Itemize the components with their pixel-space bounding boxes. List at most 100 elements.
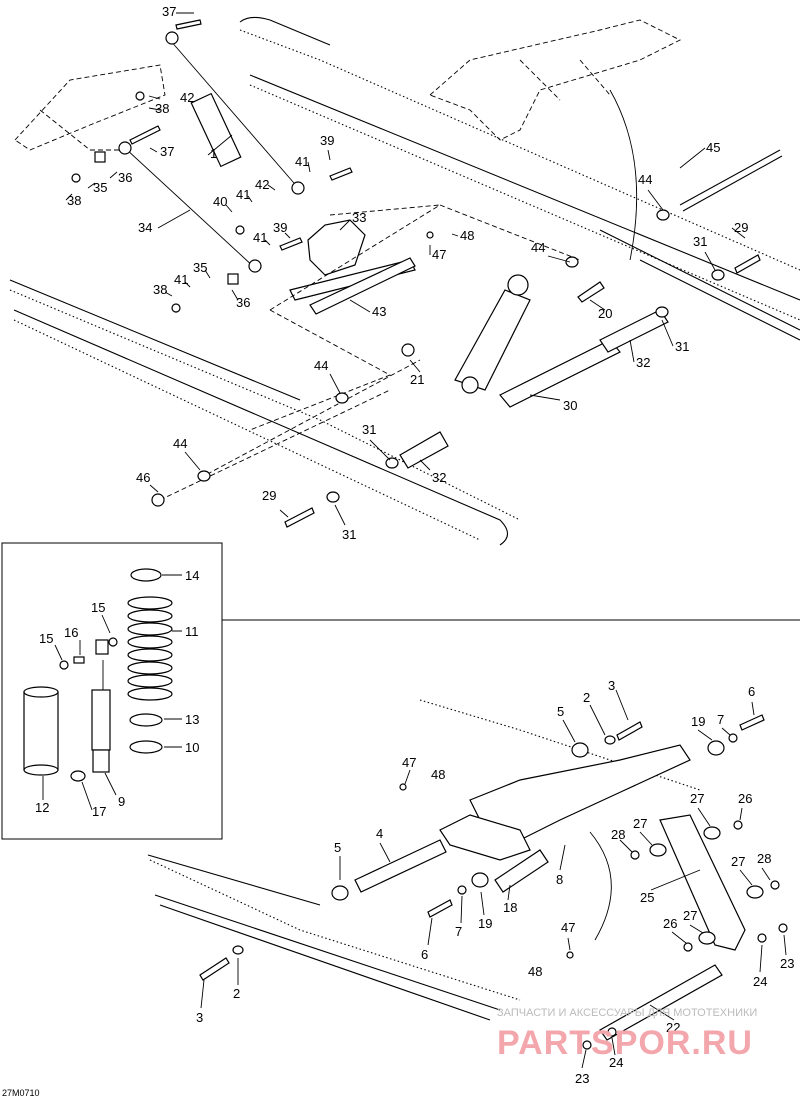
label-21: 21 xyxy=(410,372,424,387)
ring-13 xyxy=(129,713,163,727)
bolt-23b xyxy=(582,1040,592,1050)
rail-left-edge xyxy=(9,279,509,546)
washer-27b xyxy=(703,826,721,840)
washer-2b xyxy=(232,945,244,955)
label-45: 45 xyxy=(706,140,720,155)
label-16: 16 xyxy=(64,625,78,640)
spring-stop-14 xyxy=(130,568,162,582)
rail-bottom-right xyxy=(419,699,701,791)
bolt-39a xyxy=(329,167,353,181)
bushing-5b xyxy=(331,885,349,901)
label-42b: 42 xyxy=(255,177,269,192)
label-27b: 27 xyxy=(633,816,647,831)
rail-left-top xyxy=(9,289,521,521)
label-2a: 2 xyxy=(583,690,590,705)
shaft-43b xyxy=(309,257,416,315)
label-43: 43 xyxy=(372,304,386,319)
axle-22 xyxy=(599,964,723,1041)
bushing-19b xyxy=(471,872,489,888)
bushing-5a xyxy=(571,742,589,758)
label-48a: 48 xyxy=(460,228,474,243)
label-39a: 39 xyxy=(320,133,334,148)
label-24b: 24 xyxy=(609,1055,623,1070)
label-9: 9 xyxy=(118,794,125,809)
label-47a: 47 xyxy=(432,247,446,262)
label-35b: 35 xyxy=(193,260,207,275)
bolt-26b xyxy=(683,942,693,952)
link-rod-end-top xyxy=(118,141,132,155)
label-19a: 19 xyxy=(691,714,705,729)
washer-27a xyxy=(649,843,667,857)
nut-46 xyxy=(151,493,165,507)
grease-line xyxy=(589,831,612,941)
axle-45b xyxy=(682,155,783,212)
label-33: 33 xyxy=(352,210,366,225)
label-37a: 37 xyxy=(162,4,176,19)
nut-24b xyxy=(607,1027,617,1037)
label-31d: 31 xyxy=(342,527,356,542)
label-27a: 27 xyxy=(690,791,704,806)
label-6b: 6 xyxy=(421,947,428,962)
label-44d: 44 xyxy=(173,436,187,451)
label-32b: 32 xyxy=(432,470,446,485)
label-32a: 32 xyxy=(636,355,650,370)
washer-2a xyxy=(604,735,616,745)
label-48b: 48 xyxy=(431,767,445,782)
label-46: 46 xyxy=(136,470,150,485)
bracket-33 xyxy=(307,219,366,276)
rail-bottom-left-edge xyxy=(147,854,501,1021)
bushing-15b xyxy=(108,637,118,647)
label-6a: 6 xyxy=(748,684,755,699)
top-assembly xyxy=(9,16,800,546)
label-11: 11 xyxy=(185,624,199,639)
label-3b: 3 xyxy=(196,1010,203,1025)
rail-left-bottom xyxy=(13,319,481,541)
grease-fitting-47a xyxy=(426,231,434,239)
label-29a: 29 xyxy=(734,220,748,235)
leader-lines xyxy=(42,12,787,1069)
label-31c: 31 xyxy=(362,422,376,437)
label-48c: 48 xyxy=(528,964,542,979)
label-38a: 38 xyxy=(155,101,169,116)
ring-10 xyxy=(129,740,163,754)
label-31a: 31 xyxy=(693,234,707,249)
label-42a: 42 xyxy=(180,90,194,105)
washer-40 xyxy=(235,225,245,235)
washer-31b xyxy=(655,306,669,318)
label-15a: 15 xyxy=(39,631,53,646)
bolt-3b xyxy=(199,957,230,981)
bolt-39b xyxy=(279,237,303,251)
label-2b: 2 xyxy=(233,986,240,1001)
bolt-6a xyxy=(739,714,765,731)
bolt-37a xyxy=(175,19,202,30)
label-35a: 35 xyxy=(93,180,107,195)
bolt-23a xyxy=(778,923,788,933)
washer-27c xyxy=(746,885,764,899)
axle-path-left xyxy=(159,359,421,501)
label-12: 12 xyxy=(35,800,49,815)
bushing-17 xyxy=(70,770,86,782)
washer-44d xyxy=(197,470,211,482)
label-7b: 7 xyxy=(455,924,462,939)
spring-11 xyxy=(127,596,173,701)
washer-44b xyxy=(565,256,579,268)
label-26a: 26 xyxy=(738,791,752,806)
bolt-29b xyxy=(284,507,315,528)
spring-inset xyxy=(1,542,800,840)
label-23b: 23 xyxy=(575,1071,589,1086)
washer-7a xyxy=(728,733,738,743)
label-38c: 38 xyxy=(153,282,167,297)
label-5a: 5 xyxy=(557,704,564,719)
bolt-3a xyxy=(616,721,643,741)
rail-right-top-edge xyxy=(239,16,800,301)
bottom-assembly xyxy=(147,699,788,1050)
label-31b: 31 xyxy=(675,339,689,354)
label-39b: 39 xyxy=(273,220,287,235)
rear-shock xyxy=(454,274,531,394)
shaft-18 xyxy=(494,849,549,893)
bolt-37b xyxy=(129,125,161,145)
bolt-20 xyxy=(577,281,605,303)
rail-right-top xyxy=(239,29,800,271)
label-38b: 38 xyxy=(67,193,81,208)
